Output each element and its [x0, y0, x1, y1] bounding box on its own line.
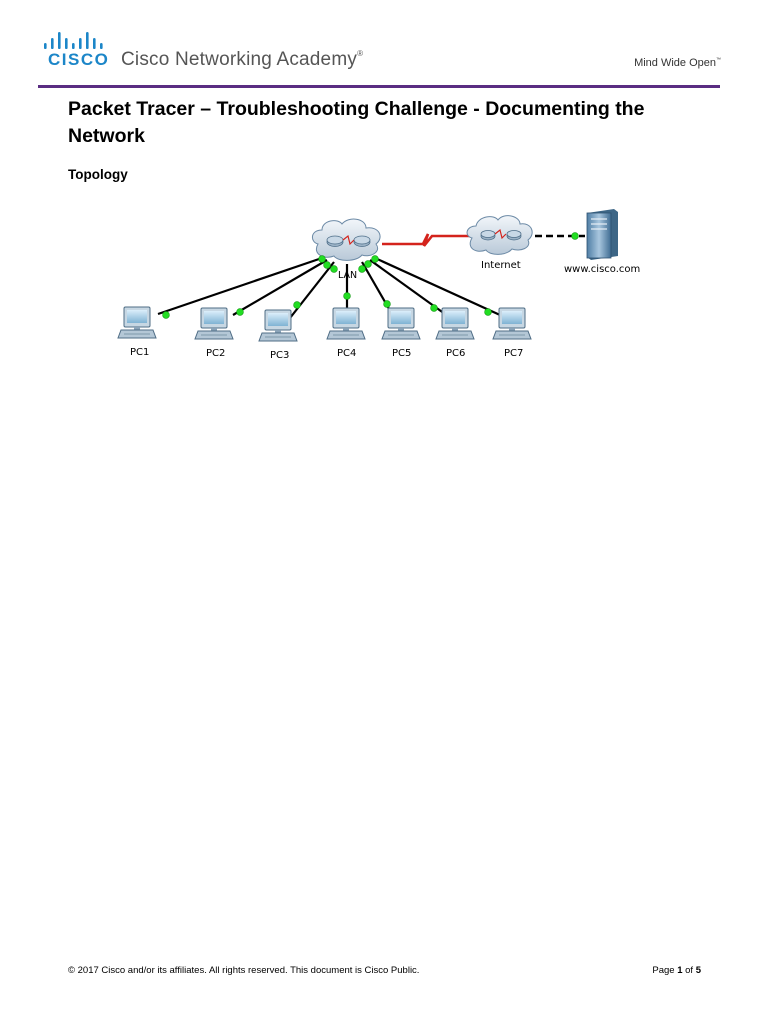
pc-label-3: PC3 [270, 350, 289, 361]
pc-label-5: PC5 [392, 348, 411, 359]
pc-icon-6 [435, 307, 475, 340]
link-dot [364, 260, 372, 268]
serial-link [382, 233, 470, 247]
link-dot [236, 308, 244, 316]
link-dot [293, 301, 301, 309]
link-dot [430, 304, 438, 312]
pc-icon-1 [117, 306, 157, 339]
link-dot [162, 311, 170, 319]
link-dot [358, 265, 366, 273]
header-rule [38, 85, 720, 88]
link-pc1 [157, 256, 323, 316]
academy-name: Cisco Networking Academy® [121, 49, 364, 70]
pc-label-7: PC7 [504, 348, 523, 359]
link-dot [571, 232, 579, 240]
link-dot [383, 300, 391, 308]
link-dot [484, 308, 492, 316]
pc-label-2: PC2 [206, 348, 225, 359]
internet-cloud-icon [466, 215, 533, 255]
pc-label-6: PC6 [446, 348, 465, 359]
link-dot [323, 261, 331, 269]
page-header: CISCO Cisco Networking Academy® Mind Wid… [0, 0, 768, 88]
pc-icon-4 [326, 307, 366, 340]
tagline: Mind Wide Open™ [634, 57, 721, 69]
link-status-dots [162, 232, 579, 319]
topology-diagram: LAN Internet www.cisco.com [117, 209, 640, 361]
lan-cloud-icon [312, 218, 381, 261]
pc-icon-2 [194, 307, 234, 340]
server-label: www.cisco.com [564, 264, 640, 275]
internet-cloud-label: Internet [481, 260, 521, 271]
cisco-logo-bars-icon [44, 32, 103, 49]
link-dot [371, 255, 379, 263]
pc-icon-5 [381, 307, 421, 340]
document-title: Packet Tracer – Troubleshooting Challeng… [68, 98, 645, 147]
server-icon [586, 209, 618, 260]
link-pc2 [232, 259, 328, 316]
footer-page-number: Page 1 of 5 [652, 965, 701, 976]
link-dot [343, 292, 351, 300]
lan-links [157, 256, 501, 319]
link-dot [330, 265, 338, 273]
pc-label-1: PC1 [130, 347, 149, 358]
section-heading-topology: Topology [68, 167, 128, 182]
cisco-logo-wordmark: CISCO [48, 50, 110, 69]
lan-cloud-label: LAN [338, 270, 357, 281]
footer-copyright: © 2017 Cisco and/or its affiliates. All … [68, 965, 420, 976]
pc-label-4: PC4 [337, 348, 356, 359]
pc-icon-7 [492, 307, 532, 340]
pc-icon-3 [258, 309, 298, 342]
link-pc7 [374, 256, 501, 317]
link-pc3 [289, 261, 335, 319]
link-dot [318, 255, 326, 263]
